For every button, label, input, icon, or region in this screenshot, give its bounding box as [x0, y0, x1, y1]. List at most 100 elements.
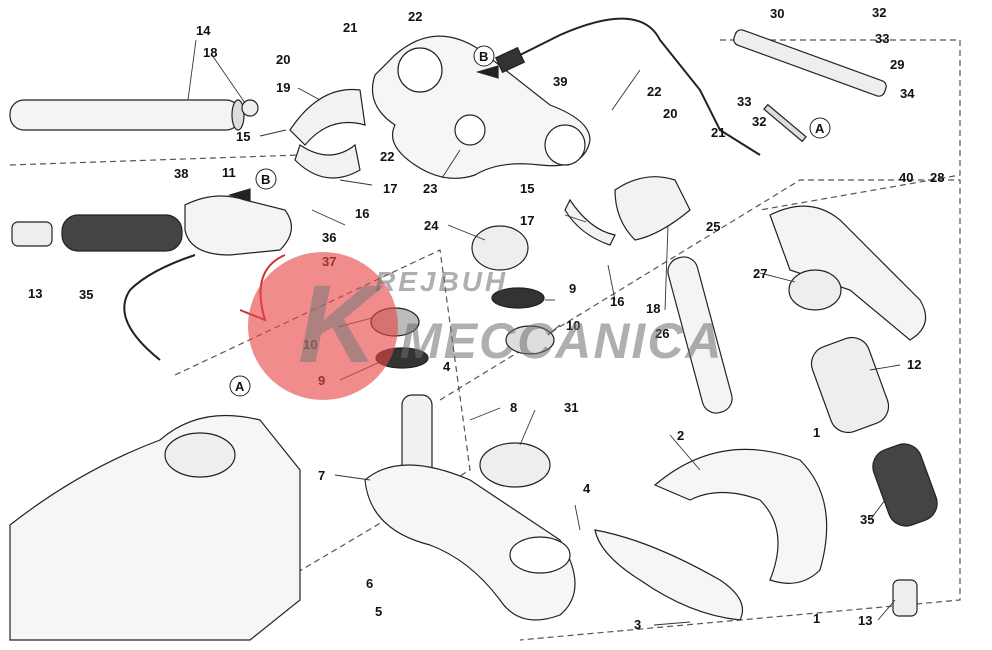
- callout-31: 31: [564, 400, 578, 415]
- callout-23: 23: [423, 181, 437, 196]
- steering-damper-rod: [763, 103, 807, 143]
- callout-24: 24: [424, 218, 439, 233]
- callout-29: 29: [890, 57, 904, 72]
- callout-1-top: 1: [813, 425, 820, 440]
- callout-22-left: 22: [380, 149, 394, 164]
- switch-housing-left: [184, 195, 292, 256]
- callout-17-right: 17: [520, 213, 534, 228]
- dashed-frame-center: [174, 249, 471, 631]
- callout-32-top: 32: [872, 5, 886, 20]
- callout-40: 40: [899, 170, 913, 185]
- callout-36: 36: [322, 230, 336, 245]
- callout-3: 3: [634, 617, 641, 632]
- callout-14: 14: [196, 23, 211, 38]
- callout-13-left: 13: [28, 286, 42, 301]
- handlebar-tube-right: [667, 256, 733, 414]
- callout-15-left: 15: [236, 129, 250, 144]
- clamp-lower-right: [564, 198, 616, 246]
- callout-27: 27: [753, 266, 767, 281]
- bearing-10-upper: [505, 325, 555, 355]
- callout-25: 25: [706, 219, 720, 234]
- callout-32-mid: 32: [752, 114, 766, 129]
- callout-22-right: 22: [647, 84, 661, 99]
- callout-6: 6: [366, 576, 373, 591]
- callout-38: 38: [174, 166, 188, 181]
- throttle-cable: [509, 17, 761, 156]
- callout-7: 7: [318, 468, 325, 483]
- lower-shield: [594, 529, 744, 621]
- callout-18-left: 18: [203, 45, 217, 60]
- lower-fork-bore: [509, 536, 571, 574]
- watermark-line-2: MECCANICA: [400, 313, 724, 369]
- callout-34: 34: [900, 86, 915, 101]
- callout-8: 8: [510, 400, 517, 415]
- watermark-line-1: REJBUH: [375, 266, 509, 297]
- clamp-upper-left: [289, 88, 366, 146]
- fork-bore-left: [397, 47, 443, 93]
- switch-housing-right: [788, 269, 842, 311]
- bar-end-left: [11, 221, 53, 247]
- callout-15-right: 15: [520, 181, 534, 196]
- dashed-frame-right: [439, 179, 961, 641]
- throttle-tube: [810, 336, 890, 434]
- ref-label-b-top: B: [479, 49, 488, 64]
- callout-30: 30: [770, 6, 784, 21]
- callout-18-right: 18: [646, 301, 660, 316]
- steering-damper-body: [733, 29, 887, 97]
- callout-33-mid: 33: [737, 94, 751, 109]
- callout-39: 39: [553, 74, 567, 89]
- watermark-logo-letter: K: [298, 263, 378, 386]
- fuel-cap: [164, 432, 236, 478]
- switch-wire-left: [123, 254, 196, 361]
- callout-20-right: 20: [663, 106, 677, 121]
- bar-end-right: [892, 579, 918, 617]
- callout-21-right: 21: [711, 125, 725, 140]
- callout-11: 11: [222, 165, 236, 180]
- callout-19: 19: [276, 80, 290, 95]
- callout-9-right: 9: [569, 281, 576, 296]
- clamp-lower-left: [294, 143, 361, 179]
- callout-21-left: 21: [343, 20, 357, 35]
- callout-4-top: 4: [443, 359, 451, 374]
- callout-35-right: 35: [860, 512, 874, 527]
- handlebar-tube-left: [9, 99, 245, 131]
- ref-label-a-tank: A: [235, 379, 245, 394]
- ref-circle-a-steer: [809, 117, 831, 139]
- clamp-right: [614, 176, 691, 241]
- callout-2: 2: [677, 428, 684, 443]
- leader-lines: [187, 39, 901, 626]
- ref-label-b-left: B: [261, 172, 270, 187]
- ref-circle-b-top: [473, 45, 495, 67]
- callout-17-left: 17: [383, 181, 397, 196]
- callout-26: 26: [655, 326, 669, 341]
- grip-right: [872, 443, 938, 527]
- lower-triple-clamp: [364, 464, 576, 621]
- ref-label-a-steer: A: [815, 121, 825, 136]
- callout-13-right: 13: [858, 613, 872, 628]
- callout-28: 28: [930, 170, 944, 185]
- stem-bore: [454, 114, 486, 146]
- callout-16-right: 16: [610, 294, 624, 309]
- fork-bore-right: [544, 124, 586, 166]
- watermark-logo-circle: [248, 252, 398, 400]
- callout-33-top: 33: [875, 31, 889, 46]
- ref-circle-b-left: [255, 168, 277, 190]
- callout-12: 12: [907, 357, 921, 372]
- horn: [479, 442, 551, 488]
- callout-35-left: 35: [79, 287, 93, 302]
- bearing-24: [471, 225, 529, 271]
- callout-4-bottom: 4: [583, 481, 591, 496]
- fuel-tank: [9, 414, 301, 641]
- callout-22-top: 22: [408, 9, 422, 24]
- callout-10-right: 10: [566, 318, 580, 333]
- bar-end-plug: [241, 99, 259, 117]
- arrow-b-top: [475, 65, 499, 79]
- cable-end: [494, 46, 526, 74]
- heat-shield: [653, 448, 828, 584]
- dashed-frame-steering: [720, 39, 961, 211]
- brake-lever-assembly: [769, 205, 927, 341]
- arrow-b-left: [227, 188, 251, 202]
- grip-left: [61, 214, 183, 252]
